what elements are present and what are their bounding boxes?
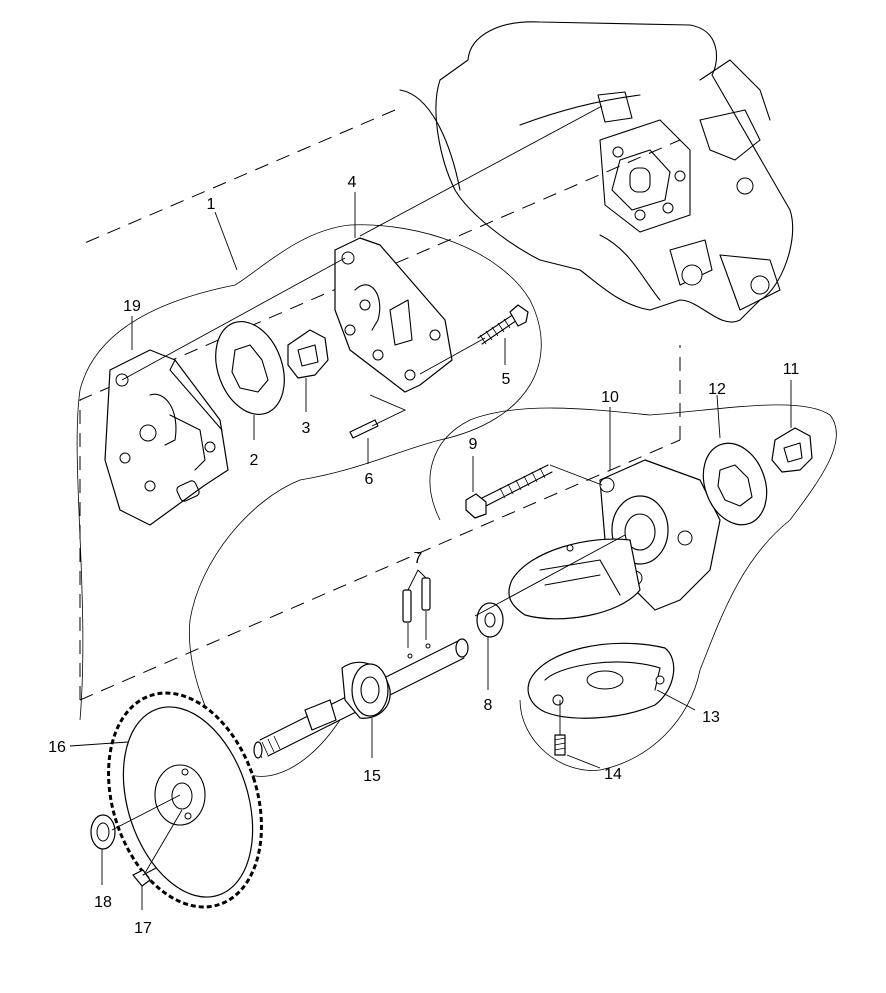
part-4-pump-plate [334, 237, 453, 393]
part-12-outer-rotor [702, 442, 768, 526]
strainer-disc [508, 538, 641, 620]
part-19-pump-plate [104, 349, 229, 526]
projection-lines [111, 105, 626, 874]
part-11-inner-rotor [771, 427, 813, 473]
group-10-boundary [429, 404, 837, 771]
callout-12: 12 [708, 381, 726, 398]
part-14-bolt [554, 734, 566, 756]
callout-labels: 1 2 3 4 5 6 7 8 9 10 11 12 13 14 15 16 1… [48, 174, 799, 937]
callout-3: 3 [302, 420, 311, 437]
callout-leaders [69, 192, 792, 910]
part-6-pin [349, 419, 379, 439]
part-16-gear [107, 691, 263, 909]
group-1-boundary [76, 224, 542, 777]
callout-11: 11 [783, 361, 800, 378]
callout-16: 16 [48, 739, 66, 756]
callout-15: 15 [363, 768, 381, 785]
callout-10: 10 [601, 389, 619, 406]
engine-block-casting [399, 21, 794, 323]
part-13-strainer-plate [527, 642, 675, 719]
part-9-long-bolt [465, 464, 553, 519]
callout-5: 5 [502, 371, 511, 388]
callout-17: 17 [134, 920, 152, 937]
callout-8: 8 [484, 697, 493, 714]
part-7-pins [402, 577, 431, 648]
callout-4: 4 [348, 174, 357, 191]
part-15-drive-shaft [253, 638, 469, 759]
part-5-bolt [477, 304, 529, 345]
part-3-inner-rotor [287, 329, 329, 379]
part-18-washer [90, 814, 116, 850]
callout-1: 1 [207, 196, 216, 213]
callout-7: 7 [414, 550, 423, 567]
part-2-outer-rotor [215, 320, 285, 416]
callout-9: 9 [469, 436, 478, 453]
callout-19: 19 [123, 298, 141, 315]
callout-18: 18 [94, 894, 112, 911]
dashed-assembly-outline [79, 109, 681, 701]
callout-14: 14 [604, 766, 622, 783]
callout-13: 13 [702, 709, 720, 726]
callout-6: 6 [365, 471, 374, 488]
callout-2: 2 [250, 452, 259, 469]
part-17-bolt [132, 867, 157, 887]
